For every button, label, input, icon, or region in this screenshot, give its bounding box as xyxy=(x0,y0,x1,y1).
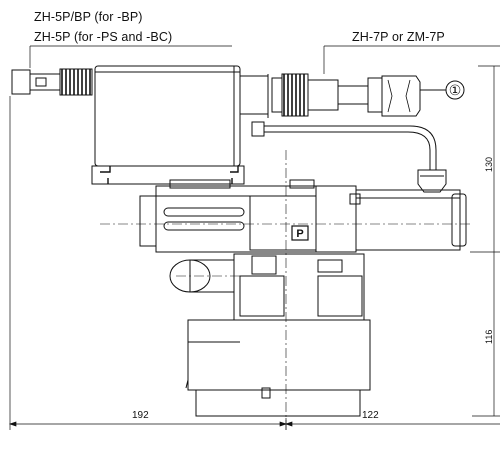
dimension-height-upper: 130 xyxy=(484,156,494,172)
left-connector xyxy=(11,68,93,96)
dimension-left-width: 192 xyxy=(132,410,149,421)
pilot-solenoid xyxy=(169,253,365,321)
connector-right-label: ZH-7P or ZM-7P xyxy=(352,30,445,44)
valve-body xyxy=(139,179,467,253)
callout-number: ① xyxy=(449,83,462,99)
subplate xyxy=(185,319,371,417)
connector-bp-label: ZH-5P/BP (for -BP) xyxy=(34,10,143,24)
cable xyxy=(251,121,447,193)
right-connector xyxy=(271,73,465,117)
connector-ps-bc-label: ZH-5P (for -PS and -BC) xyxy=(34,30,173,44)
dimension-height-lower: 116 xyxy=(484,329,494,344)
port-p-label: P xyxy=(296,228,303,240)
dimension-right-width: 122 xyxy=(362,410,379,421)
electronics-housing xyxy=(91,65,269,185)
